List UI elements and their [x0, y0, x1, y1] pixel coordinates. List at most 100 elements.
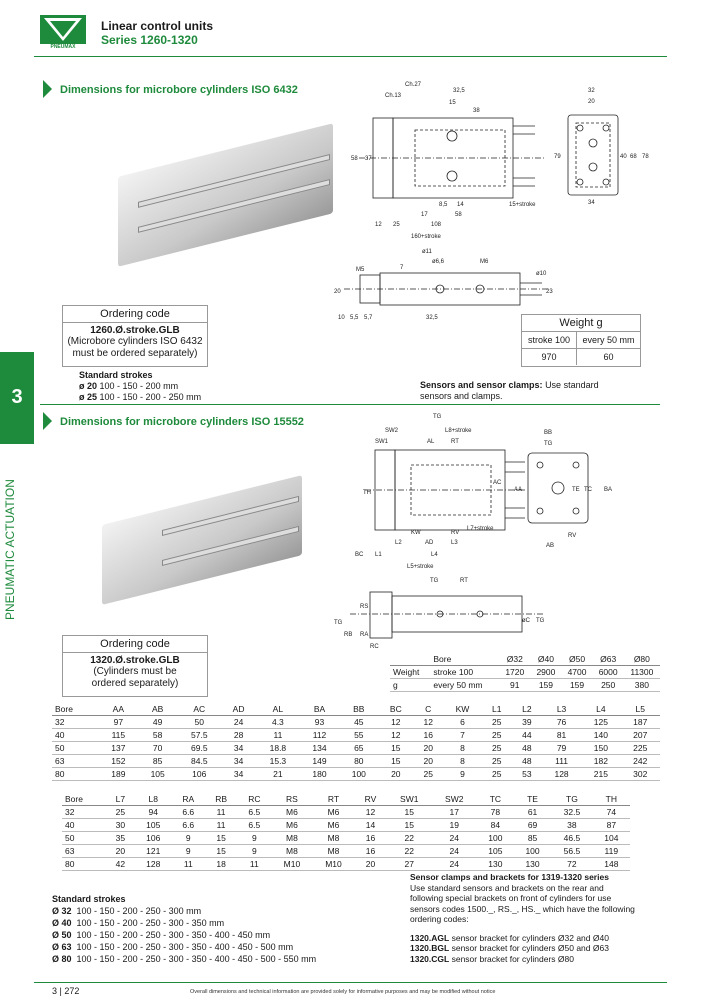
table-cell: 80 — [339, 754, 379, 768]
dim-rs: RS — [360, 604, 368, 610]
column-header: L3 — [541, 703, 582, 716]
table-cell: 44 — [511, 728, 542, 742]
dim-23: 23 — [546, 289, 553, 295]
table-cell: 79 — [541, 741, 582, 755]
ordering-box-1260: Ordering code 1260.Ø.stroke.GLB (Microbo… — [62, 305, 208, 367]
ordering-label: Ordering code — [63, 636, 207, 653]
table-cell: 80 — [52, 767, 99, 781]
dim-bb: BB — [544, 430, 552, 436]
dim-o6-6: ø6,6 — [432, 259, 445, 265]
sensor-item: 1320.BGL sensor bracket for cylinders Ø5… — [410, 943, 609, 953]
table-cell: 24 — [431, 831, 477, 845]
table-cell: 56.5 — [551, 844, 593, 858]
dim-l7-stroke: L7+stroke — [467, 526, 494, 532]
dim-78: 78 — [642, 154, 649, 160]
dim-ad: AD — [425, 540, 434, 546]
table-cell: 11 — [204, 818, 238, 832]
dim-tg: TG — [433, 414, 442, 420]
table-cell: M8 — [271, 844, 313, 858]
table-cell: 104 — [592, 831, 630, 845]
table-cell: 42 — [106, 857, 135, 871]
table-cell: 84 — [476, 818, 514, 832]
table-cell: 87 — [592, 818, 630, 832]
column-header: SW1 — [386, 793, 432, 806]
table-cell: 14 — [354, 818, 387, 832]
table-cell: 50 — [62, 831, 107, 845]
dim-32-5: 32,5 — [453, 88, 465, 94]
table-cell: M6 — [271, 805, 313, 819]
table-cell: 20 — [106, 844, 135, 858]
stroke-row: Ø 63 100 - 150 - 200 - 250 - 300 - 350 -… — [52, 942, 294, 952]
header-title: Linear control units — [101, 19, 214, 33]
dim-ab: AB — [546, 543, 554, 549]
stroke-row: Ø 80 100 - 150 - 200 - 250 - 300 - 350 -… — [52, 954, 317, 964]
footer-divider — [34, 982, 667, 983]
table-cell: 121 — [134, 844, 172, 858]
drawing-1320-front: TG SW2 SW1 AL RT L8+stroke TH AC RV L7+s… — [355, 414, 527, 570]
table-cell: 106 — [134, 831, 172, 845]
table-cell: 115 — [98, 728, 138, 742]
table-cell: 302 — [620, 767, 660, 781]
table-cell: 24 — [431, 844, 477, 858]
table-cell: 69 — [513, 818, 552, 832]
dim-34: 34 — [588, 200, 595, 206]
table-cell: 112 — [299, 728, 340, 742]
table-cell: 207 — [620, 728, 660, 742]
dim-m5: M5 — [356, 267, 365, 273]
dim-32-5b: 32,5 — [426, 315, 438, 321]
table-cell: 18.8 — [255, 741, 300, 755]
standard-strokes-1320: Standard strokes Ø 32 100 - 150 - 200 - … — [52, 893, 316, 965]
column-header: AC — [177, 703, 222, 716]
table-cell: 85 — [513, 831, 552, 845]
table-cell: M8 — [271, 831, 313, 845]
table-cell: 242 — [620, 754, 660, 768]
table-cell: 80 — [62, 857, 107, 871]
table-cell: 24 — [431, 857, 477, 871]
brand-logo: PNEUMAX — [40, 15, 86, 53]
table-cell: 6.6 — [171, 805, 205, 819]
table-cell: 12 — [413, 715, 444, 729]
dim-8-5: 8,5 — [439, 202, 448, 208]
column-header: L4 — [581, 703, 621, 716]
dim-20: 20 — [588, 99, 595, 105]
dim-12: 12 — [375, 222, 382, 228]
table-cell: 63 — [62, 844, 107, 858]
column-header: RT — [312, 793, 355, 806]
dim-15-stroke: 15+stroke — [509, 202, 536, 208]
dim-17: 17 — [421, 212, 428, 218]
table-cell: 48 — [511, 754, 542, 768]
table-cell: 55 — [339, 728, 379, 742]
footer-page: 3 | 272 — [52, 986, 80, 996]
column-header: TG — [551, 793, 593, 806]
dim-68: 68 — [630, 154, 637, 160]
table-cell: 15.3 — [255, 754, 300, 768]
weight-val2: 60 — [603, 352, 614, 362]
table-cell: 22 — [386, 831, 432, 845]
section2-arrow — [43, 412, 52, 430]
table-cell: 84.5 — [177, 754, 222, 768]
dim-tg-side: TG — [334, 620, 343, 626]
dim-10: 10 — [338, 315, 345, 321]
column-header: Bore — [52, 703, 99, 716]
dim-tg-right: TG — [536, 618, 545, 624]
table-cell: 15 — [378, 741, 414, 755]
table-cell: 100 — [513, 844, 552, 858]
dim-o10: ø10 — [536, 271, 547, 277]
table-cell: 32.5 — [551, 805, 593, 819]
logo-text: PNEUMAX — [50, 44, 76, 50]
table-cell: 119 — [592, 844, 630, 858]
chapter-tab: 3 — [0, 352, 34, 444]
sensors-text: Use standard sensors and brackets on the… — [410, 882, 635, 925]
table-cell: 9 — [171, 844, 205, 858]
table-cell: 215 — [581, 767, 621, 781]
dim-sw2: SW2 — [385, 428, 399, 434]
table-cell: 6.5 — [237, 818, 272, 832]
column-header: KW — [443, 703, 482, 716]
